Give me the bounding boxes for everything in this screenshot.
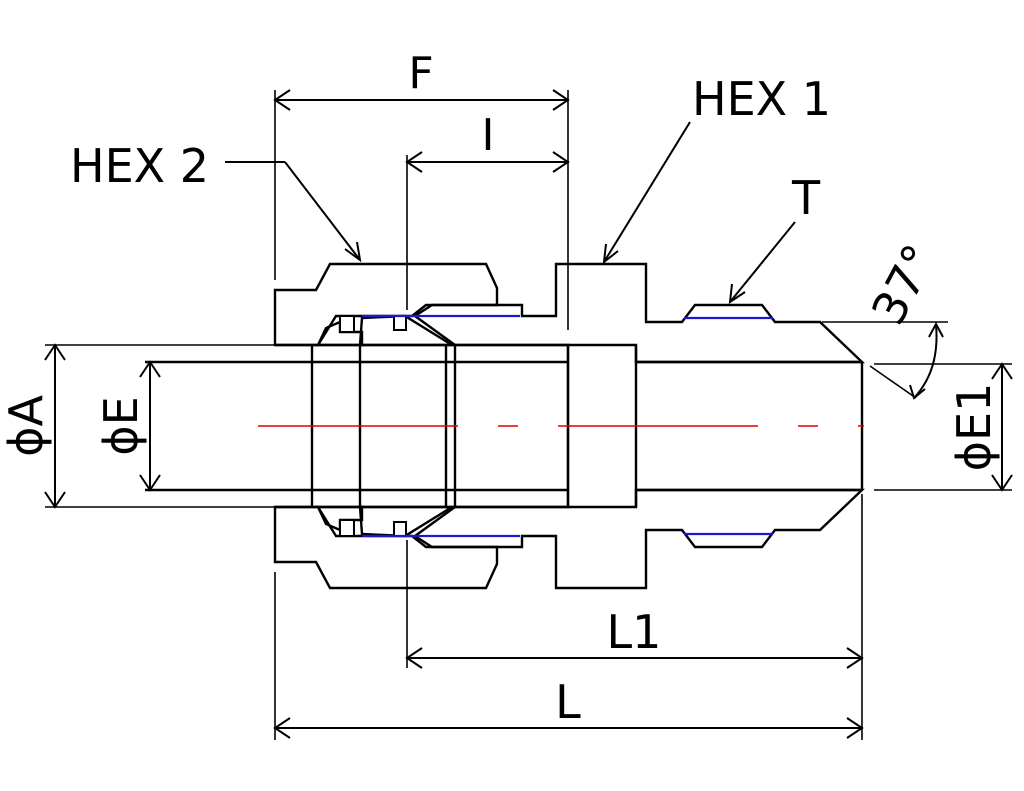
body-upper-section <box>412 262 865 364</box>
ferrule-gap-upper-2 <box>393 315 407 331</box>
e-arrow-top <box>139 360 161 378</box>
hex1-arrowhead <box>602 243 619 265</box>
hex1-leader <box>603 121 691 263</box>
l1-label: L1 <box>607 605 662 659</box>
angle-arrow-top <box>928 321 944 338</box>
hex1-label: HEX 1 <box>692 72 831 126</box>
angle-flare-line <box>869 365 917 399</box>
f-label: F <box>408 48 433 99</box>
l1-arrow-left <box>405 647 423 669</box>
phi-e1-label: ϕE1 <box>947 383 1001 472</box>
e1-arrow-bottom <box>991 474 1013 492</box>
a-arrow-top <box>44 343 66 361</box>
angle-arc <box>913 324 938 399</box>
ferrule-gap-lower <box>339 519 355 537</box>
f-arrow-right <box>552 89 570 111</box>
l-arrow-right <box>846 717 864 739</box>
f-arrow-left <box>273 89 291 111</box>
l1-arrow-right <box>846 647 864 669</box>
hex2-label: HEX 2 <box>70 139 209 193</box>
hex2-leader <box>284 161 361 261</box>
phi-a-label: ϕA <box>0 395 53 457</box>
a-arrow-bottom <box>44 491 66 509</box>
i-label: I <box>482 110 495 161</box>
e1-arrow-top <box>991 362 1013 380</box>
ferrule-gap-upper <box>339 315 355 333</box>
l-arrow-left <box>273 717 291 739</box>
body-lower-section <box>412 488 865 590</box>
phi-e-label: ϕE <box>94 396 148 455</box>
e-arrow-bottom <box>139 474 161 492</box>
i-arrow-left <box>405 151 423 173</box>
thread-lines <box>362 314 773 538</box>
t-leader <box>729 221 796 303</box>
nut-lower-section <box>273 505 499 590</box>
ferrule-gap-lower-2 <box>393 521 407 537</box>
i-arrow-right <box>552 151 570 173</box>
l-label: L <box>555 675 581 729</box>
angle-label: 37° <box>861 236 947 333</box>
t-label: T <box>791 171 821 225</box>
t-arrowhead <box>728 283 746 305</box>
hex2-arrowhead <box>344 241 362 263</box>
angle-arrow-bottom <box>909 384 926 400</box>
